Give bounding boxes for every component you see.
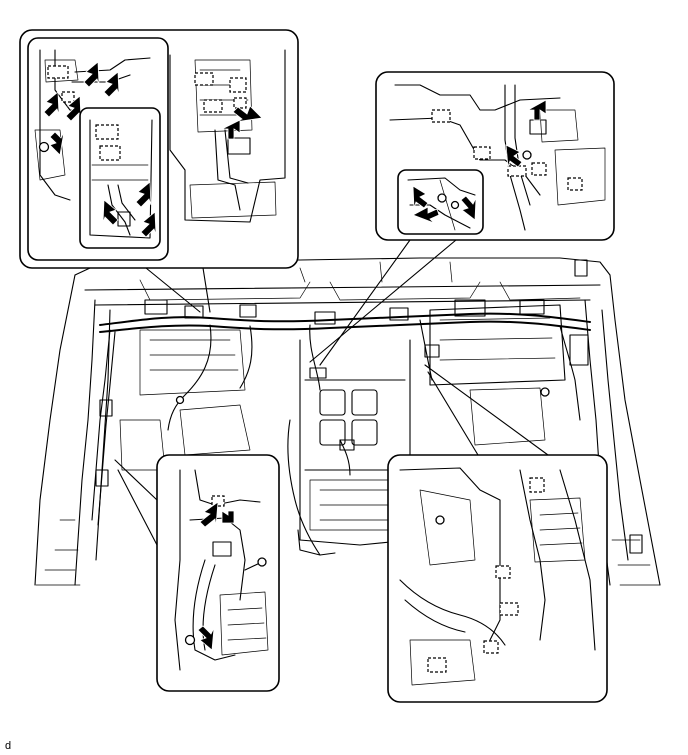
callout-top-left (19, 29, 299, 269)
callout-top-right-detail (389, 84, 606, 231)
callout-bottom-right-detail (399, 467, 596, 686)
callout-top-right-sub-detail (407, 177, 477, 231)
callout-bottom-right (387, 454, 608, 703)
callout-top-left-sub-detail (34, 49, 151, 201)
callout-top-right (375, 71, 615, 241)
callout-top-left-nested-detail (89, 119, 157, 239)
figure-caption: d (5, 740, 11, 752)
callout-top-left-detail (169, 49, 286, 223)
main-wire-harness (91, 259, 643, 556)
callout-bottom-left (156, 454, 280, 692)
callout-bottom-left-detail (174, 469, 269, 671)
